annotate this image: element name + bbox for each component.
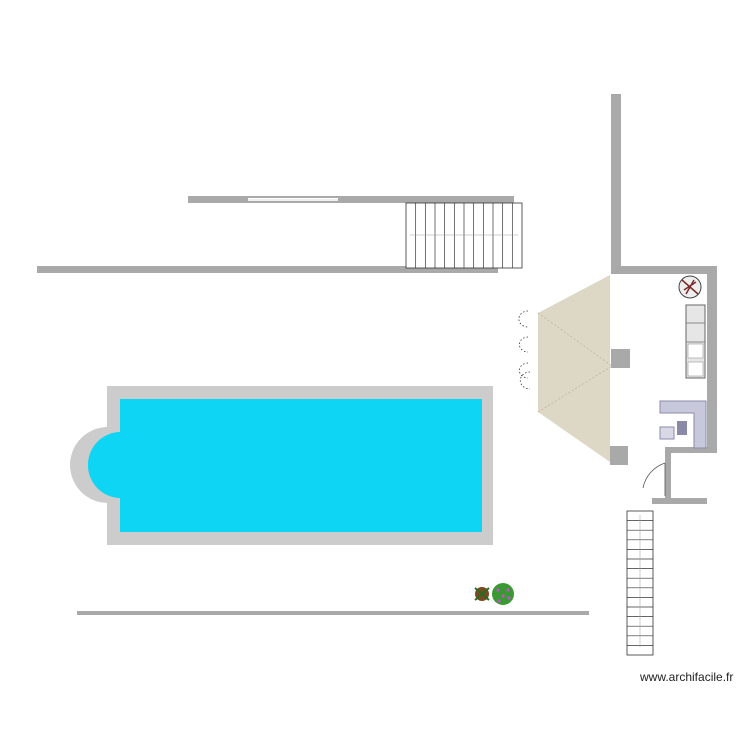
bottom-wall (77, 611, 589, 615)
door[interactable] (642, 462, 666, 496)
stairs-top (405, 202, 523, 269)
pergola (518, 275, 613, 462)
building-walls (611, 94, 717, 504)
l-shaped-sofa (659, 400, 707, 449)
plant-small (474, 587, 490, 601)
pillar (611, 349, 630, 368)
stairs-bottom (626, 510, 654, 656)
long-wall (37, 266, 498, 273)
watermark: www.archifacile.fr (640, 670, 734, 684)
swimming-pool (70, 386, 493, 545)
kitchen-counter (685, 304, 706, 379)
barbecue-grill (678, 275, 702, 299)
flowering-bush (492, 583, 514, 605)
top-wall (188, 196, 514, 203)
window (248, 198, 338, 201)
coffee-table (677, 421, 687, 435)
pillar (610, 446, 628, 465)
